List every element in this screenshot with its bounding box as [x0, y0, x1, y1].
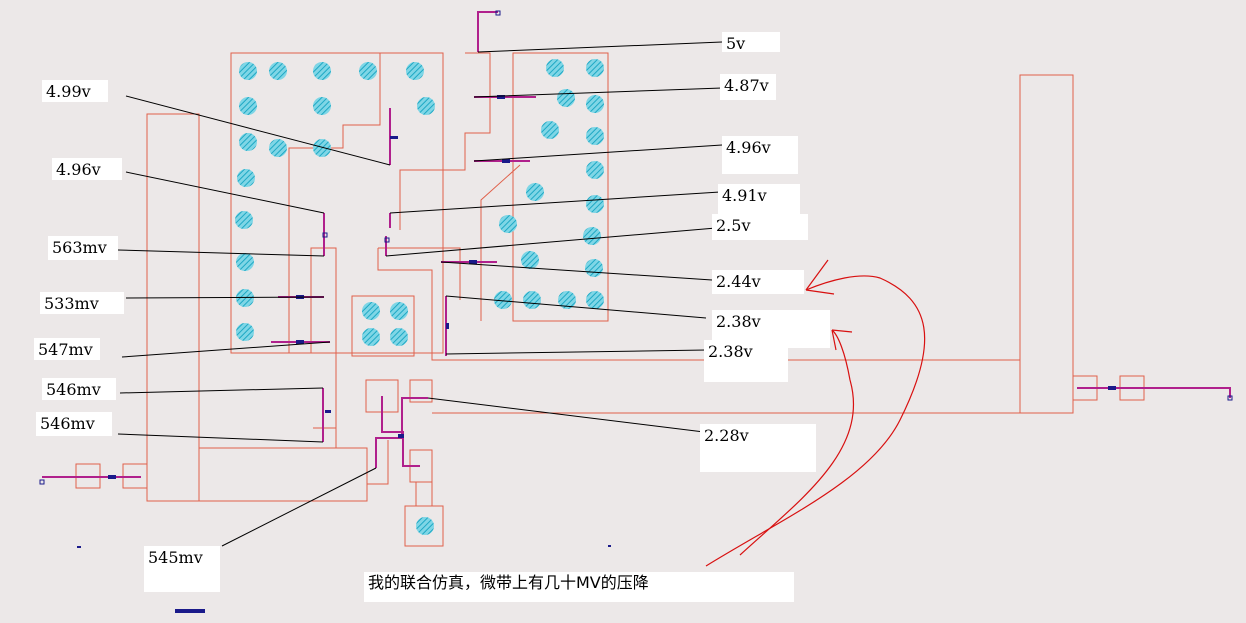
label-4-91v: 4.91v [718, 184, 800, 214]
label-4-99v: 4.99v [42, 80, 108, 102]
label-4-96v-right: 4.96v [722, 136, 798, 174]
caption: 我的联合仿真，微带上有几十MV的压降 [364, 572, 794, 602]
label-4-96v-left: 4.96v [52, 158, 122, 180]
label-563mv: 563mv [48, 236, 118, 260]
label-2-38v-b: 2.38v [704, 340, 788, 382]
label-547mv: 547mv [34, 338, 100, 360]
label-546mv-b: 546mv [36, 412, 112, 436]
label-4-87v: 4.87v [720, 74, 776, 100]
label-545mv: 545mv [144, 546, 220, 592]
label-2-5v: 2.5v [712, 214, 808, 240]
terminal-squares [39, 10, 1233, 485]
label-546mv-a: 546mv [42, 378, 116, 400]
label-5v: 5v [722, 32, 780, 53]
pointer-lines [117, 41, 723, 547]
annotation-arrows [705, 259, 926, 567]
label-533mv: 533mv [40, 292, 124, 314]
label-2-44v: 2.44v [712, 270, 804, 294]
label-2-28v: 2.28v [700, 424, 816, 472]
probe-traces [42, 11, 1231, 478]
